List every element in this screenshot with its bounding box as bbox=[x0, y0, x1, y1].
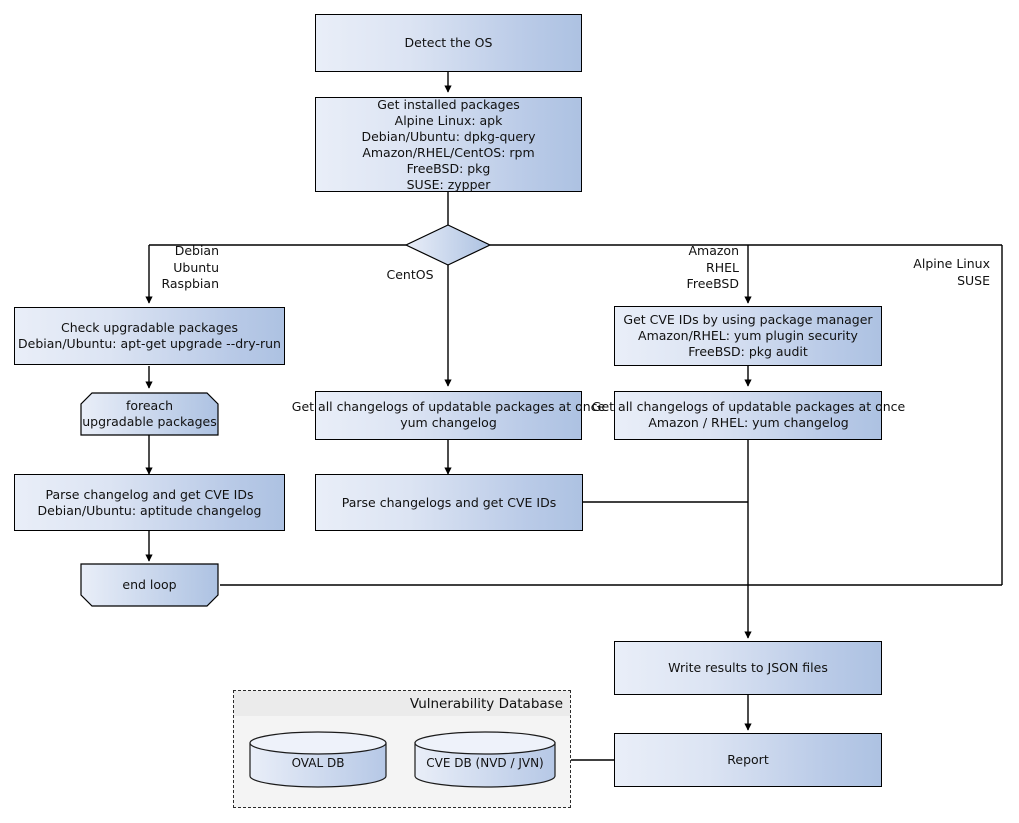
node-rhel-changelogs-label: Get all changelogs of updatable packages… bbox=[591, 399, 906, 430]
branch-label-centos: CentOS bbox=[386, 267, 434, 282]
node-rhel-changelogs[interactable] bbox=[614, 391, 882, 440]
node-get-cve-ids-package-manager-label: Get CVE IDs by using package manager Ama… bbox=[623, 312, 873, 359]
node-parse-changelogs-centos-label: Parse changelogs and get CVE IDs bbox=[341, 494, 557, 510]
node-get-installed-packages[interactable]: Get installed packages Alpine Linux: apk… bbox=[315, 97, 582, 192]
decision-diamond bbox=[404, 224, 492, 266]
node-write-results-label: Write results to JSON files bbox=[668, 660, 828, 675]
node-report[interactable]: Report bbox=[614, 733, 882, 787]
cylinder-shape bbox=[249, 731, 387, 788]
node-report-label: Report bbox=[727, 752, 769, 767]
database-oval-db[interactable]: OVAL DB bbox=[249, 731, 387, 788]
node-detect-os-label: Detect the OS bbox=[404, 35, 493, 50]
node-check-upgradable-packages[interactable]: Check upgradable packages Debian/Ubuntu:… bbox=[14, 307, 285, 365]
database-cve-db-label: CVE DB (NVD / JVN) bbox=[426, 755, 544, 770]
node-parse-changelog-debian-label: Parse changelog and get CVE IDs Debian/U… bbox=[37, 486, 262, 518]
node-detect-os[interactable]: Detect the OS bbox=[315, 14, 582, 72]
node-get-installed-packages-label: Get installed packages Alpine Linux: apk… bbox=[361, 96, 536, 192]
node-end-loop[interactable]: end loop bbox=[80, 563, 219, 607]
node-write-results[interactable]: Write results to JSON files bbox=[614, 641, 882, 695]
database-cve-db[interactable]: CVE DB (NVD / JVN) bbox=[414, 731, 556, 788]
cylinder-shape bbox=[414, 731, 556, 788]
node-parse-changelog-debian[interactable]: Parse changelog and get CVE IDs Debian/U… bbox=[14, 474, 285, 531]
vulnerability-database-title: Vulnerability Database bbox=[234, 691, 570, 716]
database-oval-db-label: OVAL DB bbox=[291, 755, 345, 770]
node-parse-changelogs-centos[interactable]: Parse changelogs and get CVE IDs bbox=[315, 474, 583, 531]
foreach-shape bbox=[80, 392, 219, 436]
node-foreach-loop[interactable]: foreach upgradable packages bbox=[80, 392, 219, 436]
node-centos-changelogs-label: Get all changelogs of updatable packages… bbox=[291, 399, 606, 430]
node-check-upgradable-packages-label: Check upgradable packages Debian/Ubuntu:… bbox=[18, 320, 281, 351]
node-centos-changelogs[interactable] bbox=[315, 391, 582, 440]
node-get-cve-ids-package-manager[interactable]: Get CVE IDs by using package manager Ama… bbox=[614, 306, 882, 366]
end-loop-shape bbox=[80, 563, 219, 607]
